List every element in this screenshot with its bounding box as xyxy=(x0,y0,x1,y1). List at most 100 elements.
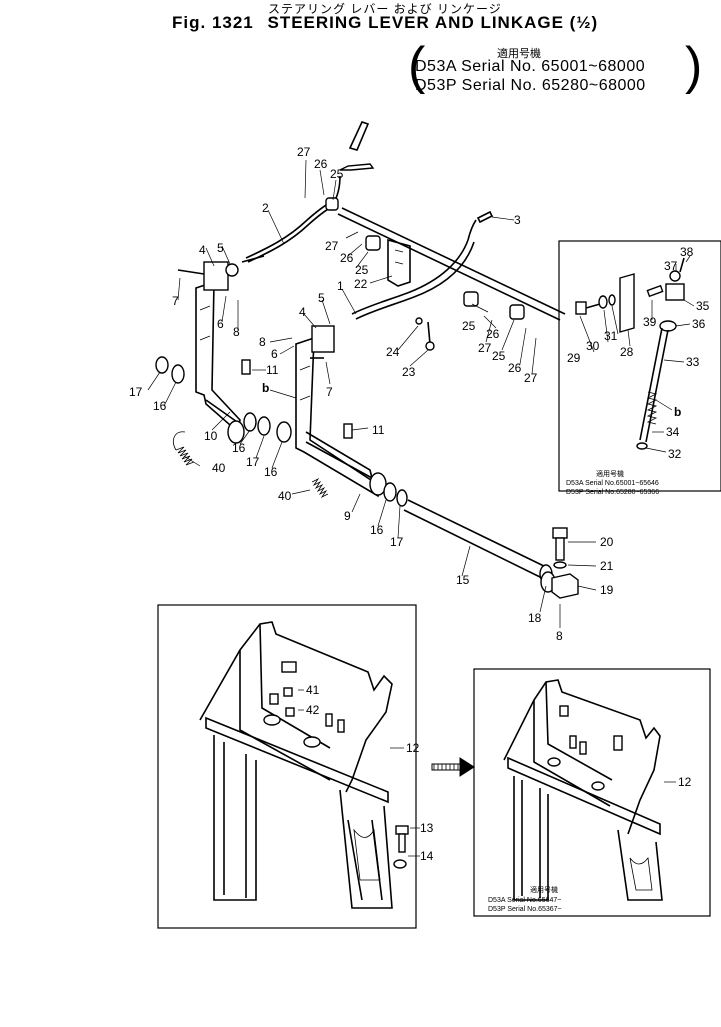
part-label-8: 8 xyxy=(556,629,563,643)
part-label-17: 17 xyxy=(246,455,260,469)
part-label-30: 30 xyxy=(586,339,600,353)
part-label-1: 1 xyxy=(337,279,344,293)
part-label-40: 40 xyxy=(212,461,226,475)
detail-inset-frame xyxy=(558,240,721,492)
frame-serial-d53p: D53P Serial No.65367~ xyxy=(488,906,562,913)
part-label-38: 38 xyxy=(680,245,694,259)
part-label-36: 36 xyxy=(692,317,706,331)
part-label-16: 16 xyxy=(232,441,246,455)
steering-lever-right xyxy=(476,210,494,224)
part-label-24: 24 xyxy=(386,345,400,359)
transition-arrow xyxy=(431,757,475,777)
part-label-17: 17 xyxy=(129,385,143,399)
lever-arm-right xyxy=(295,336,381,498)
part-label-8: 8 xyxy=(233,325,240,339)
part-label-28: 28 xyxy=(620,345,634,359)
lever-arm-left xyxy=(195,280,241,434)
spring-40-left xyxy=(175,446,195,466)
diagram-header: ステアリング レバー および リンケージ Fig. 1321 STEERING … xyxy=(0,0,721,100)
part-label-23: 23 xyxy=(402,365,416,379)
applicable-label: 適用号機 xyxy=(497,48,541,60)
part-label-16: 16 xyxy=(153,399,167,413)
part-label-14: 14 xyxy=(420,849,434,863)
part-label-27: 27 xyxy=(524,371,538,385)
clevis-35 xyxy=(665,283,685,301)
part-label-39: 39 xyxy=(643,315,657,329)
serial-range-d53a: D53A Serial No. 65001~68000 xyxy=(415,58,646,75)
part-label-41: 41 xyxy=(306,683,320,697)
steering-lever-left xyxy=(247,205,334,263)
part-label-33: 33 xyxy=(686,355,700,369)
frame-inset-new xyxy=(473,668,711,917)
part-label-42: 42 xyxy=(306,703,320,717)
part-label-32: 32 xyxy=(668,447,682,461)
part-number-labels: 2 27 26 25 3 27 26 25 22 1 4 5 7 6 8 8 6… xyxy=(129,145,710,913)
bracket-28 xyxy=(619,273,635,333)
part-label-9: 9 xyxy=(344,509,351,523)
part-label-12: 12 xyxy=(406,741,420,755)
part-label-35: 35 xyxy=(696,299,710,313)
part-label-25: 25 xyxy=(355,263,369,277)
figure-number: Fig. 1321 xyxy=(172,13,254,32)
part-label-16: 16 xyxy=(370,523,384,537)
steering-linkage-assembly xyxy=(155,121,579,628)
part-label-3: 3 xyxy=(514,213,521,227)
part-label-27: 27 xyxy=(478,341,492,355)
figure-title: Fig. 1321 STEERING LEVER AND LINKAGE (½) xyxy=(172,13,606,33)
part-label-13: 13 xyxy=(420,821,434,835)
frame-inset-old-border xyxy=(157,604,417,929)
part-label-7: 7 xyxy=(326,385,333,399)
part-label-26: 26 xyxy=(508,361,522,375)
japanese-title: ステアリング レバー および リンケージ xyxy=(268,2,502,16)
part-label-27: 27 xyxy=(297,145,311,159)
bushing-25 xyxy=(365,235,381,251)
clamp-19 xyxy=(551,573,579,599)
part-label-25: 25 xyxy=(330,167,344,181)
part-label-5: 5 xyxy=(217,241,224,255)
figure-name: STEERING LEVER AND LINKAGE (½) xyxy=(267,13,599,32)
frame-inset-new-border xyxy=(473,668,711,917)
detail-serial-d53p: D53P Serial No.65280~65366 xyxy=(566,489,659,496)
part-label-16: 16 xyxy=(264,465,278,479)
part-label-11: 11 xyxy=(266,363,279,377)
reference-b: b xyxy=(262,381,269,395)
spring-40-right xyxy=(311,477,329,499)
part-label-40: 40 xyxy=(278,489,292,503)
bushing xyxy=(325,197,339,211)
reference-b: b xyxy=(674,405,681,419)
part-label-20: 20 xyxy=(600,535,614,549)
part-label-4: 4 xyxy=(199,243,206,257)
serial-bracket-close: ) xyxy=(685,37,703,95)
part-label-6: 6 xyxy=(217,317,224,331)
part-label-26: 26 xyxy=(340,251,354,265)
part-label-29: 29 xyxy=(567,351,581,365)
part-label-31: 31 xyxy=(604,329,618,343)
part-label-26: 26 xyxy=(486,327,500,341)
leader-lines xyxy=(147,159,597,613)
frame-serial-d53a: D53A Serial No.65647~ xyxy=(488,897,561,904)
part-label-12: 12 xyxy=(678,775,692,789)
part-label-25: 25 xyxy=(462,319,476,333)
frame-applicable-heading: 適用号機 xyxy=(530,885,558,894)
frame-inset-old xyxy=(157,604,420,929)
detail-applicable-heading: 適用号機 xyxy=(596,469,624,478)
part-label-37: 37 xyxy=(664,259,678,273)
part-label-17: 17 xyxy=(390,535,404,549)
bracket-22 xyxy=(387,238,411,287)
block-4-left xyxy=(203,261,229,291)
part-label-25: 25 xyxy=(492,349,506,363)
part-label-2: 2 xyxy=(262,201,269,215)
part-label-10: 10 xyxy=(204,429,218,443)
part-label-15: 15 xyxy=(456,573,470,587)
part-label-8: 8 xyxy=(259,335,266,349)
part-label-7: 7 xyxy=(172,294,179,308)
part-label-18: 18 xyxy=(528,611,542,625)
part-label-11: 11 xyxy=(372,423,385,437)
part-label-34: 34 xyxy=(666,425,680,439)
part-label-26: 26 xyxy=(314,157,328,171)
detail-serial-d53a: D53A Serial No.65001~65646 xyxy=(566,480,659,487)
spring-34 xyxy=(646,391,658,425)
cross-shaft-15 xyxy=(407,499,549,569)
